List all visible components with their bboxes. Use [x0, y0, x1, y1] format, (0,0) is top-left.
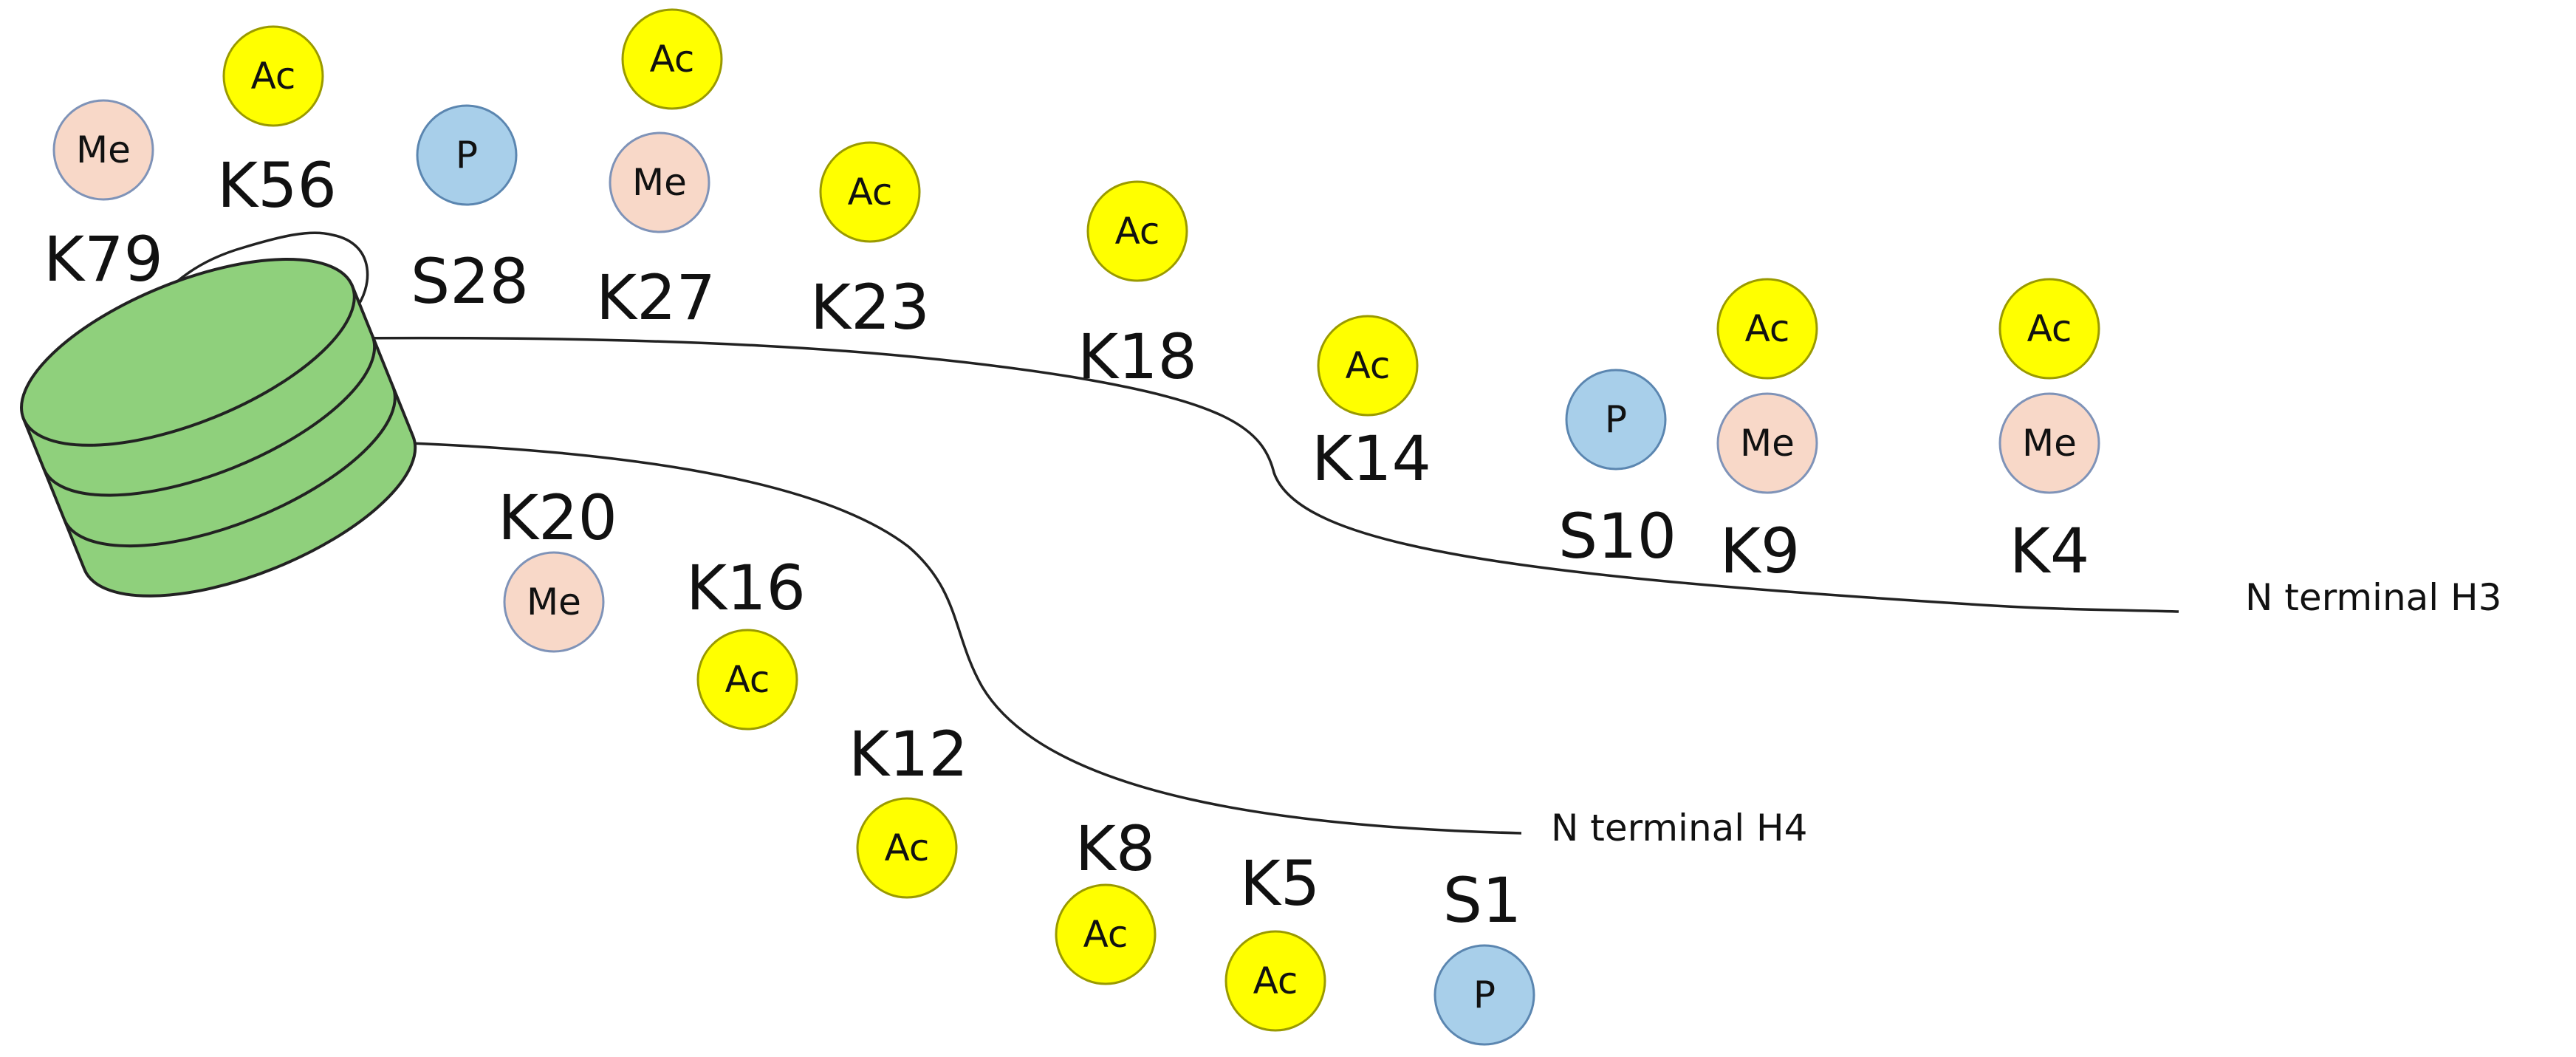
s10-phospho-label: P: [1605, 398, 1627, 441]
k16-label: K16: [686, 552, 806, 624]
s1-phospho-label: P: [1473, 974, 1496, 1016]
site-k12: K12 Ac: [849, 718, 968, 899]
k5-acetyl-label: Ac: [1253, 959, 1298, 1002]
k4-acetyl-mark: [1998, 278, 2100, 380]
k14-acetyl-label: Ac: [1346, 344, 1391, 387]
site-k5: K5 Ac: [1224, 847, 1326, 1032]
k4-methyl-label: Me: [2022, 422, 2077, 465]
k5-acetyl-mark: [1224, 930, 1326, 1032]
k20-label: K20: [498, 482, 617, 554]
k14-acetyl-mark: [1317, 315, 1419, 417]
s28-label: S28: [411, 245, 529, 318]
k20-methyl-label: Me: [527, 581, 581, 623]
s1-phospho-mark: [1433, 944, 1535, 1046]
site-k56: Ac K56: [217, 25, 337, 222]
nucleosome-band-2: [63, 386, 397, 548]
s10-label: S10: [1558, 500, 1676, 572]
k12-label: K12: [849, 718, 968, 790]
k18-label: K18: [1078, 321, 1197, 393]
site-k4: Ac Me K4: [1998, 278, 2100, 587]
k27-methyl-label: Me: [632, 161, 687, 204]
h3-tail-line: [346, 336, 2179, 613]
s28-phospho-mark: [416, 104, 518, 206]
k9-acetyl-label: Ac: [1745, 307, 1790, 350]
site-k18: Ac K18: [1078, 180, 1197, 393]
site-k14: Ac K14: [1312, 315, 1431, 495]
s1-label: S1: [1443, 864, 1522, 937]
nucleosome-cylinder: [20, 258, 417, 598]
k8-acetyl-label: Ac: [1083, 913, 1128, 956]
k12-acetyl-label: Ac: [885, 827, 930, 869]
site-k23: Ac K23: [810, 141, 930, 343]
k27-acetyl-label: Ac: [650, 38, 695, 81]
nucleosome-body: [21, 284, 417, 598]
k23-acetyl-label: Ac: [848, 171, 893, 213]
site-k8: K8 Ac: [1055, 813, 1157, 985]
k23-acetyl-mark: [819, 141, 921, 243]
k4-label: K4: [2010, 515, 2090, 587]
k14-label: K14: [1312, 423, 1431, 495]
h4-tail-line: [409, 442, 1522, 835]
k18-acetyl-label: Ac: [1115, 210, 1160, 253]
k27-methyl-mark: [609, 131, 710, 233]
h3-tail-label: N terminal H3: [2245, 576, 2501, 619]
k79-methyl-mark: [52, 99, 154, 201]
k8-label: K8: [1075, 813, 1156, 885]
site-k9: Ac Me K9: [1716, 278, 1818, 587]
k79-methyl-label: Me: [76, 129, 131, 171]
k18-acetyl-mark: [1086, 180, 1188, 282]
site-s28: P S28: [411, 104, 529, 318]
site-k79: Me K79: [44, 99, 163, 295]
k5-label: K5: [1240, 847, 1320, 920]
site-k27: Ac Me K27: [596, 8, 723, 334]
nucleosome-top: [20, 258, 356, 447]
k12-acetyl-mark: [856, 797, 958, 899]
k56-label: K56: [217, 149, 337, 222]
k9-methyl-mark: [1716, 392, 1818, 494]
k4-acetyl-label: Ac: [2027, 307, 2072, 350]
k16-acetyl-label: Ac: [725, 658, 770, 701]
s28-phospho-label: P: [456, 134, 478, 177]
k8-acetyl-mark: [1055, 883, 1157, 985]
k9-methyl-label: Me: [1740, 422, 1795, 465]
k4-methyl-mark: [1998, 392, 2100, 494]
site-s1: S1 P: [1433, 864, 1535, 1046]
k27-label: K27: [596, 261, 716, 334]
k23-label: K23: [810, 271, 930, 343]
k16-acetyl-mark: [696, 629, 798, 731]
k27-acetyl-mark: [621, 8, 723, 110]
site-k16: K16 Ac: [686, 552, 806, 731]
k20-methyl-mark: [503, 551, 605, 653]
k56-acetyl-label: Ac: [251, 55, 296, 98]
k79-label: K79: [44, 223, 163, 295]
s10-phospho-mark: [1565, 369, 1667, 471]
k56-acetyl-mark: [222, 25, 324, 127]
nucleosome-band-1: [42, 335, 377, 497]
h4-tail-label: N terminal H4: [1551, 807, 1807, 849]
site-k20: K20 Me: [498, 482, 617, 653]
site-s10: P S10: [1558, 369, 1676, 572]
k9-acetyl-mark: [1716, 278, 1818, 380]
k9-label: K9: [1720, 515, 1801, 587]
